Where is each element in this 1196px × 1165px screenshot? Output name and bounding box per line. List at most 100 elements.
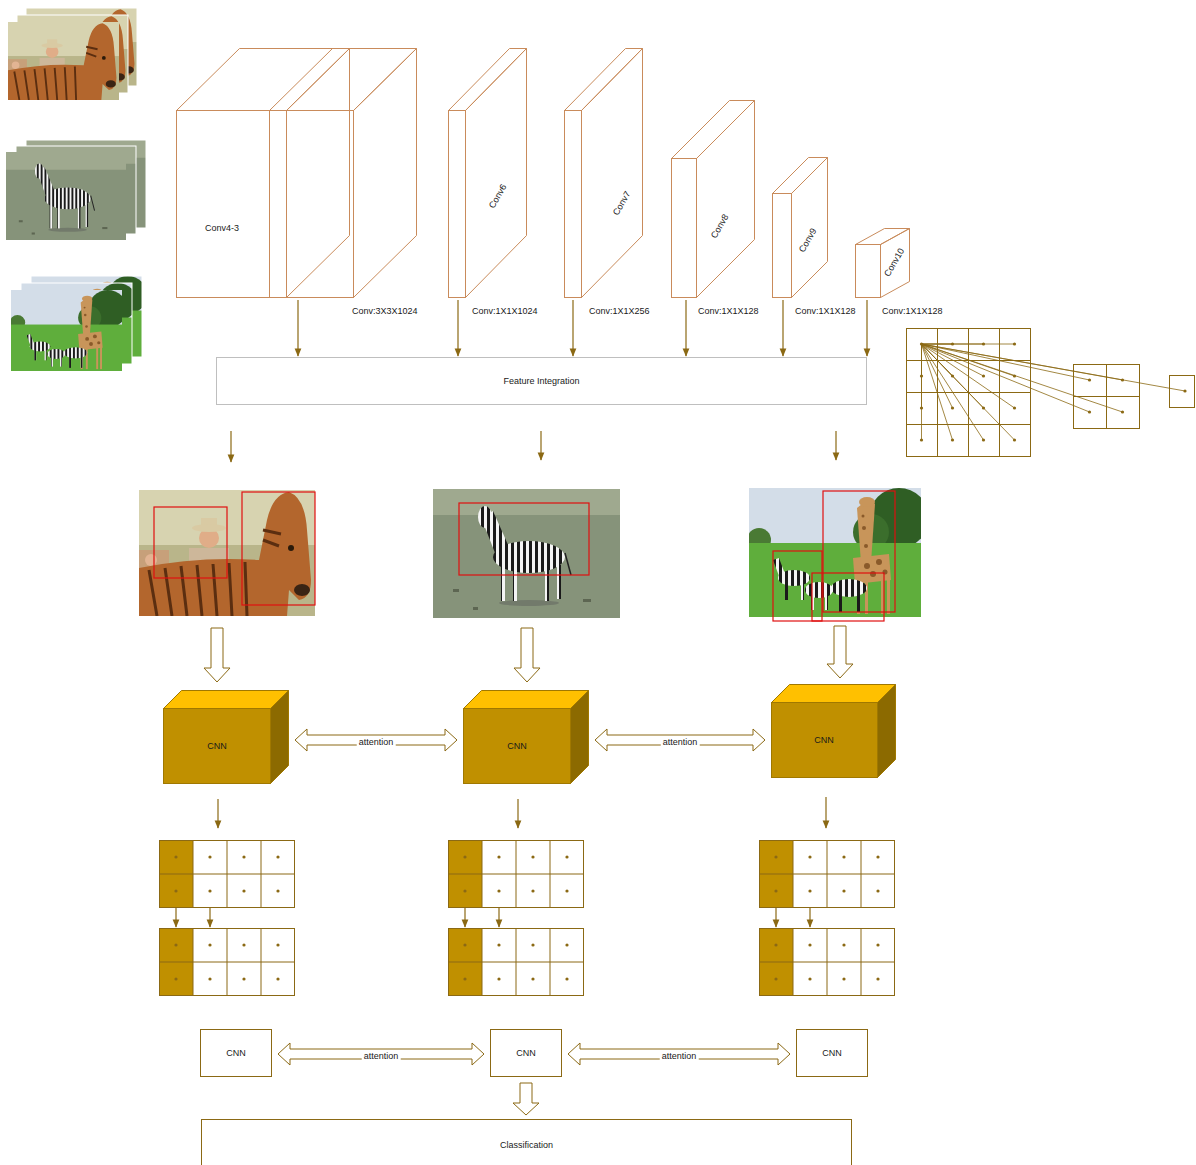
pyramid-grid [951,406,954,409]
connector-arrow [297,300,298,356]
input-thumbnails [6,8,147,371]
connector-arrow [782,300,783,356]
pyramid-grid [1013,342,1016,345]
block-side-face [697,101,755,298]
pyramid-grid [920,342,1187,441]
flow-arrow [209,908,210,927]
edge-label: attention [661,731,700,749]
block-front-face [565,111,582,298]
conv-layer-block: Conv8 [671,100,755,298]
attention-arrow [568,1043,790,1065]
block-front-face [464,709,571,784]
block-top-face [672,101,755,159]
block-top-face [565,49,643,111]
pyramid-grid [1013,438,1016,441]
cnn-box: CNN [796,1029,868,1077]
flow-arrow [230,431,231,462]
pyramid-grid [907,329,1195,457]
layer-spec-label: Conv:1X1X128 [882,300,943,318]
feature-grid [159,840,295,908]
block-side-face [271,691,289,784]
pyramid-grid [922,344,1186,440]
bounding-box [459,503,589,575]
bounding-box [154,507,227,578]
pyramid-grid [907,329,1031,457]
conv-layer-block: Conv4-3 [176,48,417,298]
layer-spec-label: Conv:1X1X128 [795,306,856,316]
connector-arrow [866,300,867,356]
conv-layer-block: Conv10 [855,228,910,298]
cnn-block: CNN [771,684,896,778]
block-side-face [466,49,527,298]
bounding-box [154,491,895,621]
block-outline [772,157,828,298]
detection-image [747,488,929,617]
block-outline [448,48,527,298]
bounding-box [242,492,315,605]
node-text: Conv8 [709,212,732,240]
edge-label: attention [362,1045,401,1063]
connector-arrow [685,300,686,356]
detection-image [139,490,315,616]
bounding-box [773,551,822,621]
block-front-face [270,111,354,298]
pyramid-grid [920,438,923,441]
block-front-face [773,194,792,298]
pyramid-grid [1170,376,1195,408]
hollow-arrow [514,628,540,682]
layer-spec-label: Conv:1X1X128 [698,300,759,318]
pyramid-grid [951,438,954,441]
block-outline [564,48,643,298]
block-top-face [856,229,910,245]
input-thumbnails [8,22,119,100]
pyramid-grid [982,342,985,345]
pyramid-grid [1088,410,1091,413]
pyramid-grid [982,374,985,377]
block-side-face [287,49,350,298]
flow-arrow [175,908,176,927]
flow-arrow [825,797,826,828]
pyramid-grid [922,344,1186,412]
edge-label: attention [660,1045,699,1063]
block-front-face [449,111,466,298]
block-outline [771,684,896,778]
layer-spec-label: Conv:1X1X1024 [472,306,538,316]
node-text: CNN [207,741,227,752]
detection-image [433,489,620,618]
attention-arrow [595,729,765,751]
flow-arrow [809,908,810,927]
cnn-box: CNN [490,1029,562,1077]
node-text: Conv10 [882,246,907,278]
block-top-face [164,691,289,709]
edge-label: attention [357,731,396,749]
pyramid-grid [1088,378,1091,381]
layer-spec-label: Conv:1X1X128 [795,300,856,318]
hollow-arrow [827,626,853,678]
flow-arrow [217,799,218,828]
feature-grid [759,840,895,908]
block-side-face [881,229,910,298]
block-outline [855,228,910,298]
node-text: CNN [226,1048,246,1059]
pyramid-grid [1074,365,1140,429]
block-top-face [464,691,589,709]
block-side-face [878,685,896,778]
cnn-block: CNN [463,690,589,784]
pyramid-grid [907,329,1031,457]
conv-layer-block: Conv9 [772,157,828,298]
conv-layer-block: Conv6 [448,48,527,298]
layer-spec-label: Conv:1X1X128 [698,306,759,316]
node-text: Conv4-3 [205,223,239,234]
hollow-connector [513,1083,539,1115]
block-side-face [582,49,643,298]
flow-arrow [464,908,465,927]
pyramid-grid [920,406,923,409]
pyramid-grid [951,342,954,345]
pyramid-grid [1013,406,1016,409]
pyramid-grid [1074,365,1140,429]
block-outline [176,48,417,298]
